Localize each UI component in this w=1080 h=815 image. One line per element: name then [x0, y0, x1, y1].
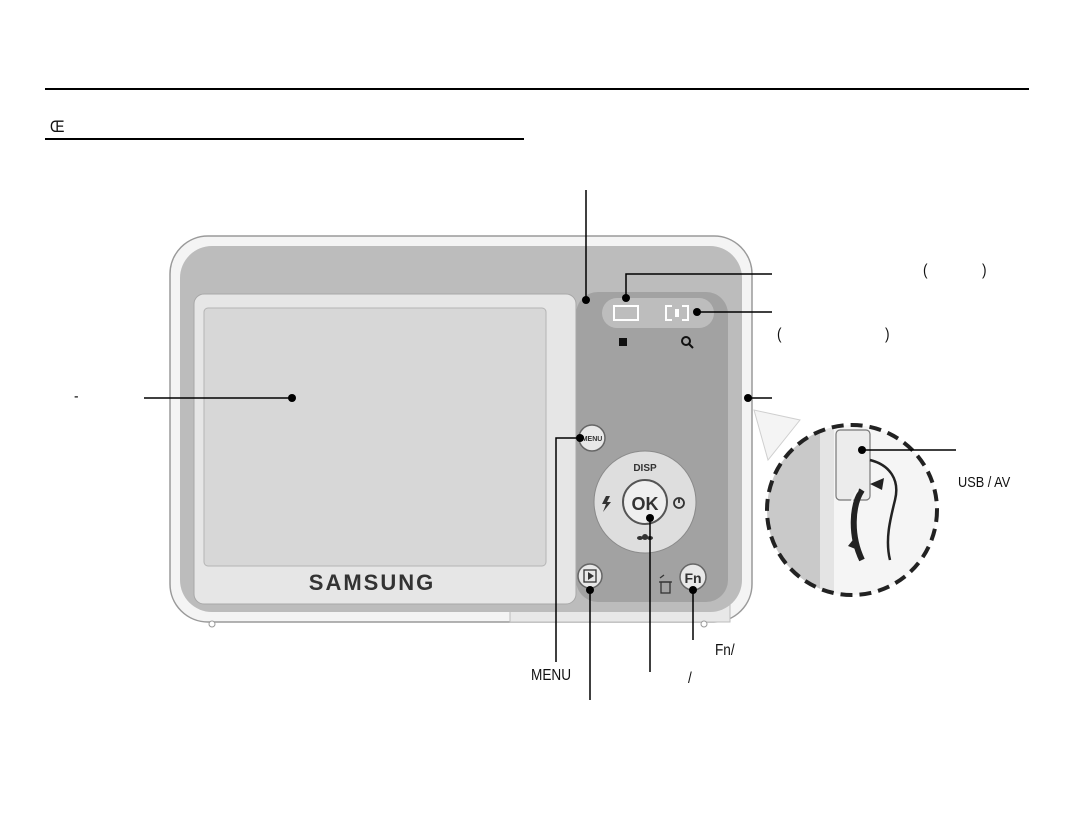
- lcd-screen: [203, 307, 547, 567]
- delete-icon: [659, 574, 672, 594]
- callout-zoom-paren-close: ): [885, 326, 890, 343]
- self-timer-icon: [673, 497, 685, 509]
- foot-right: [700, 620, 708, 628]
- disp-label: DISP: [633, 463, 657, 474]
- menu-button-text: MENU: [582, 436, 603, 443]
- magnifier-icon: [681, 336, 694, 349]
- foot-left: [208, 620, 216, 628]
- section-mark: Œ: [50, 117, 65, 136]
- callout-ok-slash: /: [688, 670, 692, 687]
- callout-lcd-dash: -: [74, 388, 79, 405]
- top-rule: [45, 88, 1029, 90]
- callout-fn-label: Fn/: [715, 642, 735, 659]
- callout-menu-label: MENU: [531, 667, 572, 684]
- callout-dots: [288, 294, 866, 594]
- fn-button-text: Fn: [684, 570, 701, 586]
- callout-lines: [144, 190, 956, 700]
- callout-usb-av: USB / AV: [958, 474, 1011, 491]
- ok-button: [622, 479, 668, 525]
- zoom-tele-icon: [665, 305, 689, 321]
- brand-logo: SAMSUNG: [309, 570, 435, 595]
- ok-button-text: OK: [632, 494, 659, 514]
- zoom-circle: [765, 423, 939, 597]
- callout-zoom-paren-open: (: [777, 326, 782, 343]
- callout-top-right-paren-open: (: [923, 262, 928, 279]
- section-rule: [45, 138, 524, 140]
- callout-top-right-paren-close: ): [982, 262, 987, 279]
- zoom-guide: [753, 409, 801, 462]
- thumbnail-icon: [619, 338, 627, 346]
- zoom-wide-icon: [613, 305, 639, 321]
- flash-icon: [602, 496, 611, 512]
